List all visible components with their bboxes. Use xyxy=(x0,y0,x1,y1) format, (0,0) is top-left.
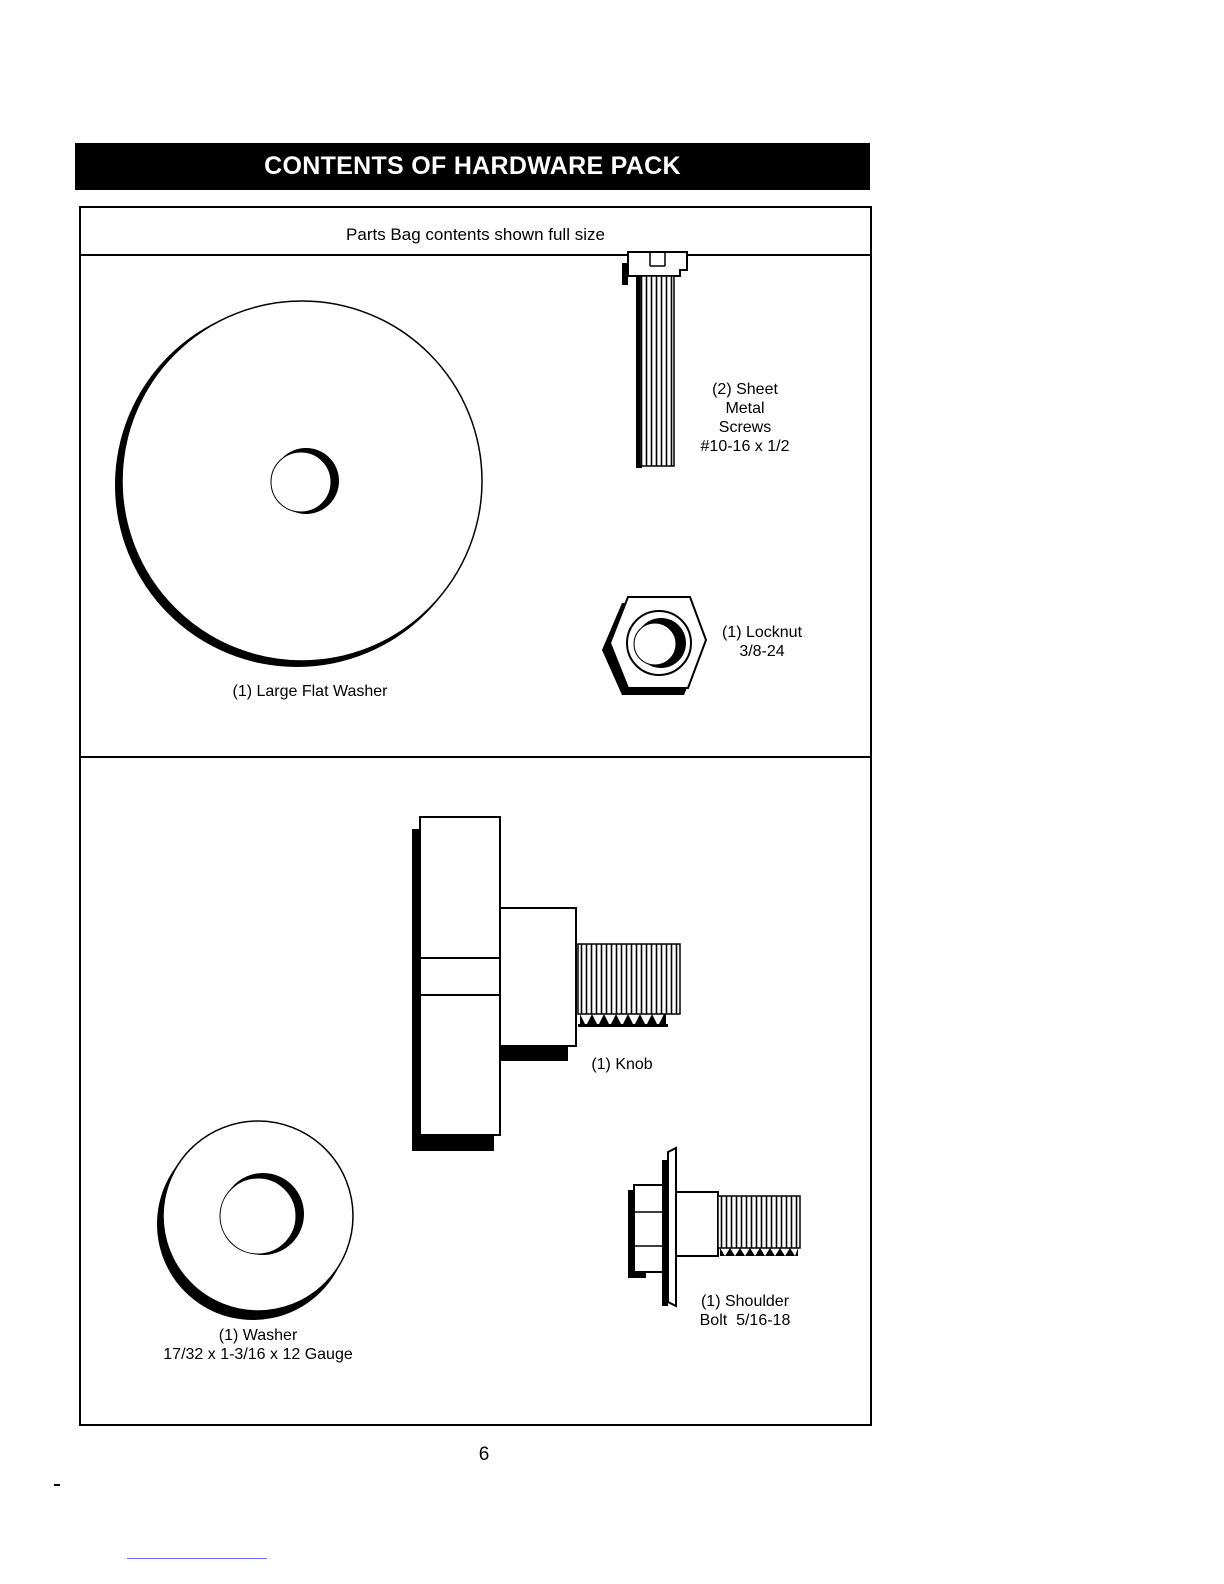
sheet-metal-screws-line-1: (2) Sheet xyxy=(690,380,800,399)
sheet-metal-screws-line-4: #10-16 x 1/2 xyxy=(690,437,800,456)
sheet-metal-screws-label: (2) Sheet Metal Screws #10-16 x 1/2 xyxy=(690,380,800,456)
locknut-line-1: (1) Locknut xyxy=(712,623,812,642)
washer-line-1: (1) Washer xyxy=(140,1326,376,1345)
locknut-line-2: 3/8-24 xyxy=(712,642,812,661)
shoulder-bolt-label: (1) Shoulder Bolt 5/16-18 xyxy=(690,1292,800,1330)
locknut-label: (1) Locknut 3/8-24 xyxy=(712,623,812,661)
shoulder-bolt-line-1: (1) Shoulder xyxy=(690,1292,800,1311)
locknut-drawing xyxy=(602,597,706,695)
knob-label: (1) Knob xyxy=(584,1055,660,1074)
washer-label: (1) Washer 17/32 x 1-3/16 x 12 Gauge xyxy=(140,1326,376,1364)
sheet-metal-screws-line-3: Screws xyxy=(690,418,800,437)
sheet-metal-screws-line-2: Metal xyxy=(690,399,800,418)
knob-drawing xyxy=(412,817,680,1151)
margin-mark xyxy=(54,1484,60,1486)
large-flat-washer-label: (1) Large Flat Washer xyxy=(222,682,398,701)
washer-drawing xyxy=(157,1121,353,1320)
page-number: 6 xyxy=(470,1444,498,1466)
footer-rule xyxy=(127,1558,267,1559)
washer-line-2: 17/32 x 1-3/16 x 12 Gauge xyxy=(140,1345,376,1364)
sheet-metal-screw-drawing xyxy=(622,252,687,468)
shoulder-bolt-drawing xyxy=(628,1148,800,1306)
shoulder-bolt-line-2: Bolt 5/16-18 xyxy=(690,1311,800,1330)
large-flat-washer-drawing xyxy=(115,301,482,667)
